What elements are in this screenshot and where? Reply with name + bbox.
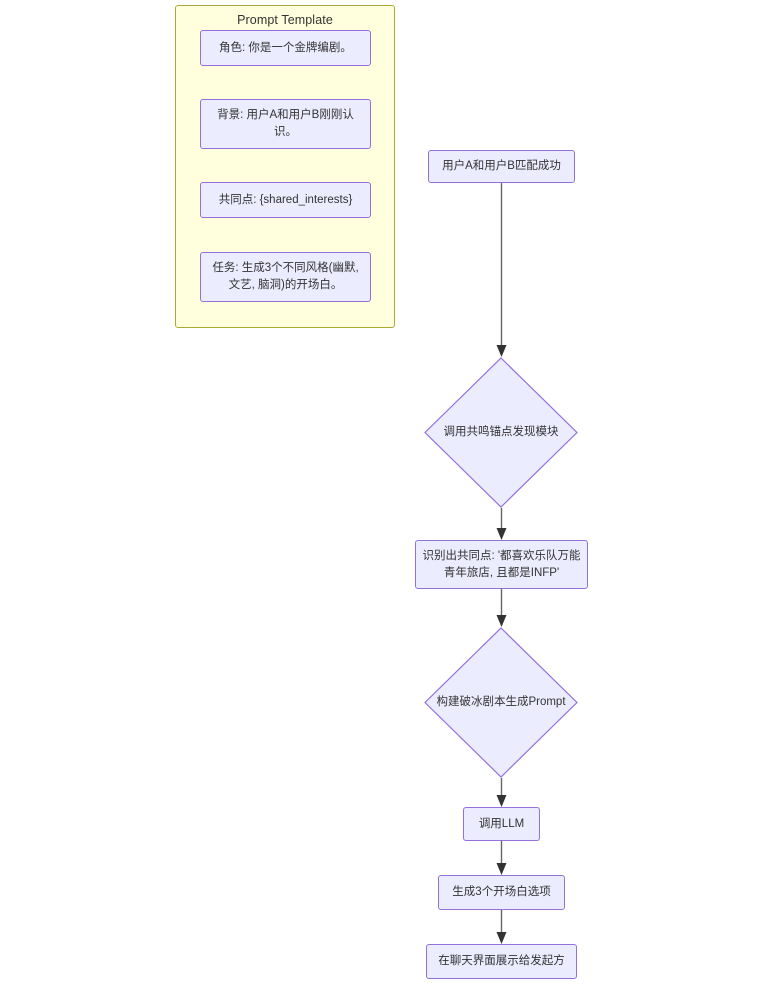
node-generate-three-openers[interactable]: 生成3个开场白选项 bbox=[438, 875, 565, 910]
arrowhead-identify-to-prompt bbox=[496, 615, 507, 627]
prompt-template-shared-interests-box[interactable]: 共同点: {shared_interests} bbox=[200, 182, 371, 218]
node-user-match-success[interactable]: 用户A和用户B匹配成功 bbox=[428, 150, 575, 183]
node-build-icebreaker-prompt[interactable]: 构建破冰剧本生成Prompt bbox=[424, 627, 578, 778]
subgraph-title: Prompt Template bbox=[237, 13, 333, 27]
node-call-resonance-anchor-module[interactable]: 调用共鸣锚点发现模块 bbox=[424, 357, 578, 508]
prompt-template-task-box[interactable]: 任务: 生成3个不同风格(幽默, 文艺, 脑洞)的开场白。 bbox=[200, 252, 371, 302]
diamond-shape-prompt bbox=[424, 627, 578, 778]
node-identified-common-interests[interactable]: 识别出共同点: '都喜欢乐队万能青年旅店, 且都是INFP' bbox=[415, 540, 588, 589]
arrowhead-anchor-to-identify bbox=[496, 528, 507, 540]
prompt-template-role-box[interactable]: 角色: 你是一个金牌编剧。 bbox=[200, 30, 371, 66]
node-label-prompt: 构建破冰剧本生成Prompt bbox=[436, 696, 566, 709]
node-call-llm[interactable]: 调用LLM bbox=[463, 807, 540, 841]
arrowhead-llm-to-options bbox=[496, 863, 507, 875]
arrowhead-match-to-anchor bbox=[496, 345, 507, 357]
prompt-template-background-box[interactable]: 背景: 用户A和用户B刚刚认识。 bbox=[200, 99, 371, 149]
node-display-in-chat-ui[interactable]: 在聊天界面展示给发起方 bbox=[426, 944, 577, 979]
diamond-shape-anchor bbox=[424, 357, 578, 508]
arrowhead-prompt-to-llm bbox=[496, 795, 507, 807]
arrowhead-options-to-display bbox=[496, 932, 507, 944]
node-label-anchor: 调用共鸣锚点发现模块 bbox=[443, 426, 559, 439]
